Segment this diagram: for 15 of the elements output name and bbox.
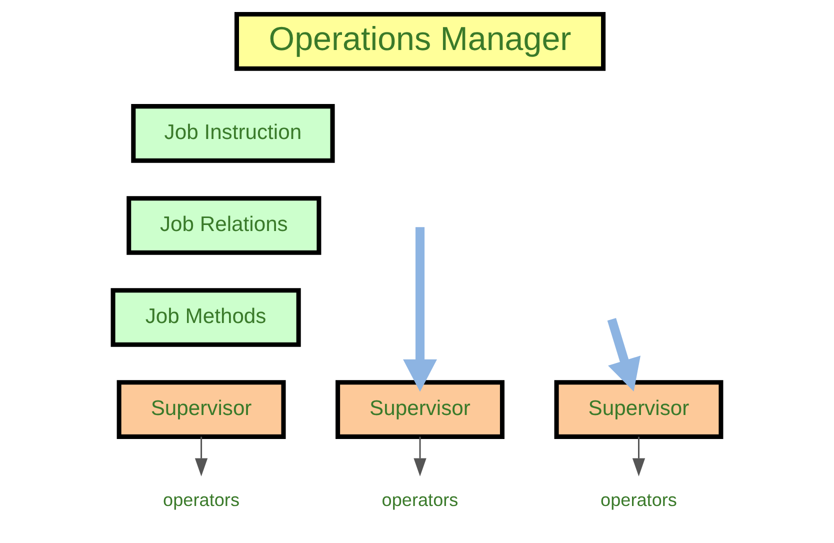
node-box: Job Instruction	[131, 104, 335, 163]
node-box: Supervisor	[336, 380, 504, 439]
node-box: Operations Manager	[234, 12, 606, 71]
arrow	[632, 436, 646, 476]
node-box: Job Relations	[126, 196, 322, 255]
node-text: operators	[600, 490, 677, 510]
node-box: Supervisor	[116, 380, 286, 439]
arrow	[607, 318, 641, 392]
node-box: Job Methods	[110, 288, 301, 347]
node-box: Supervisor	[554, 380, 724, 439]
arrow	[194, 436, 208, 476]
arrow	[414, 436, 426, 476]
arrow	[403, 227, 437, 392]
node-text: operators	[163, 490, 240, 510]
node-text: operators	[382, 490, 458, 510]
